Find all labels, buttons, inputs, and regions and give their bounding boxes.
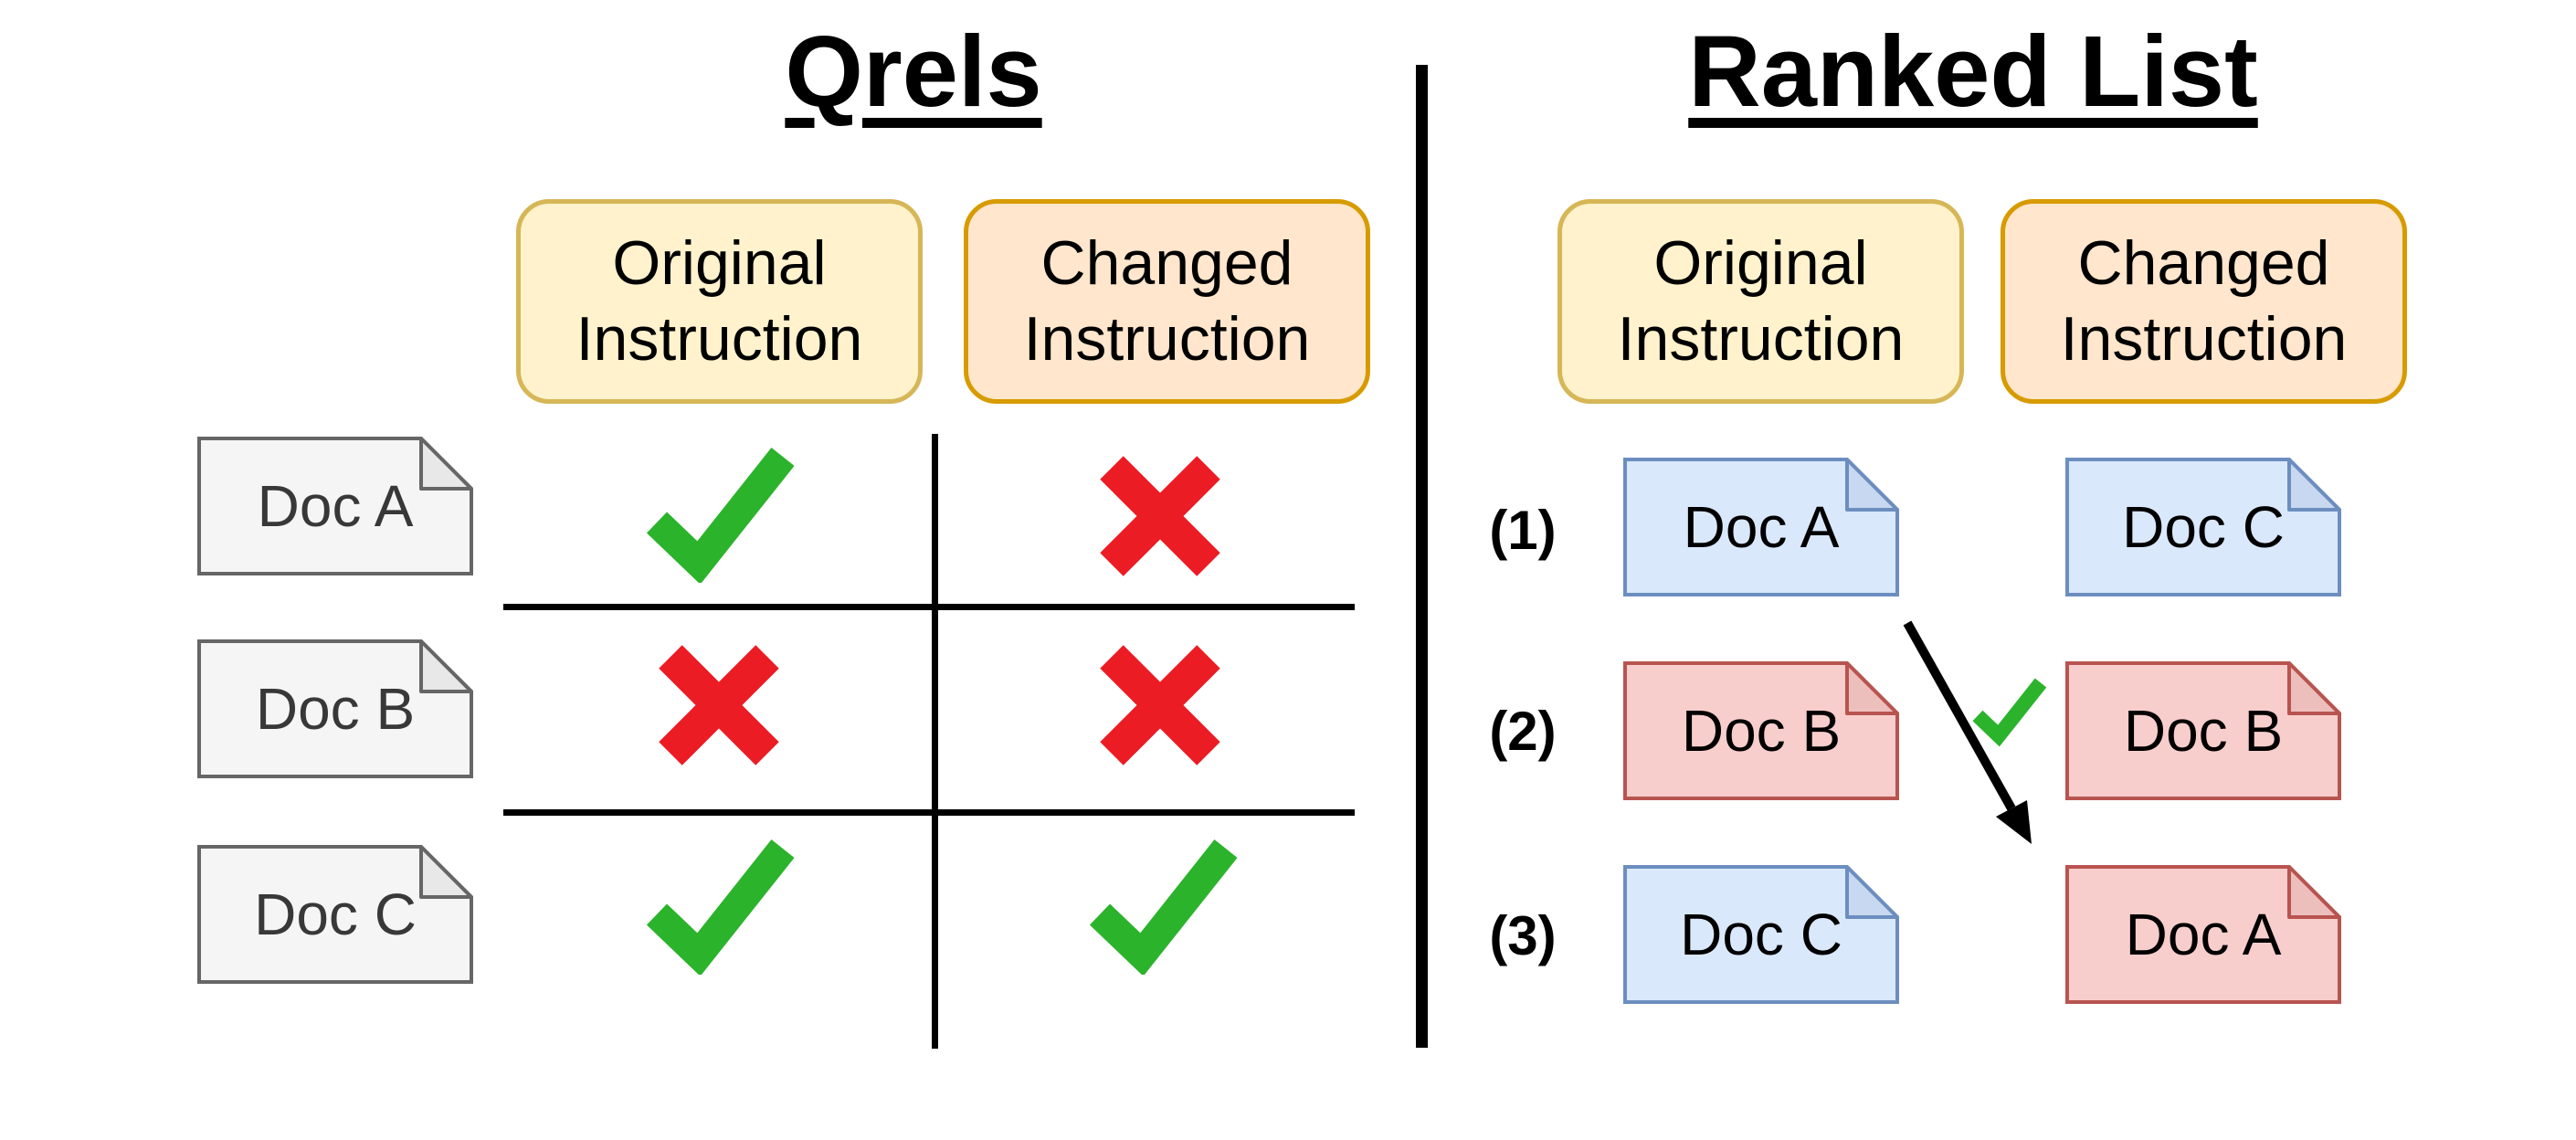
check-icon [646,448,795,583]
qrels-mark-docc-changed [1085,838,1239,975]
ranked-original-rank3-doc-card: Doc C [1623,865,1899,1004]
ranked-original-rank2-doc-card: Doc B [1623,661,1899,800]
ranked-header-changed-label: Changed Instruction [2060,228,2348,374]
ranked-list-title: Ranked List [1688,16,2258,128]
qrels-mark-docc-original [642,838,796,975]
section-divider-line [1416,65,1428,1048]
qrels-grid-horizontal-line-1 [503,604,1355,610]
ranked-header-original-label: Original Instruction [1617,228,1905,374]
doc-label: Doc B [255,676,416,742]
document-icon [197,639,473,778]
rank-label-2: (2) [1489,701,1557,762]
qrels-title: Qrels [785,16,1042,128]
doc-label: Doc A [1683,494,1840,560]
cross-icon [1100,645,1220,765]
check-icon [1972,678,2047,746]
qrels-grid-vertical-line [932,434,938,1049]
document-icon [197,845,473,984]
doc-label: Doc C [1680,902,1842,967]
document-icon [197,437,473,575]
doc-label: Doc B [1681,698,1842,764]
rank-label-3: (3) [1489,905,1557,966]
ranked-header-original-instruction: Original Instruction [1557,199,1964,404]
doc-label: Doc C [254,881,417,947]
doc-label: Doc C [2122,494,2285,560]
ranked-changed-rank1-doc-card: Doc C [2065,458,2341,596]
rank-change-check-annotation [1970,677,2047,746]
ranked-header-changed-instruction: Changed Instruction [2001,199,2407,404]
check-icon [1089,839,1238,975]
document-icon [2065,661,2341,800]
doc-label: Doc A [2125,902,2282,967]
qrels-grid-horizontal-line-2 [503,809,1355,816]
qrels-header-original-instruction: Original Instruction [516,199,923,404]
ranked-original-rank1-doc-card: Doc A [1623,458,1899,596]
qrels-doc-b-card: Doc B [197,639,473,778]
qrels-mark-docb-original [642,637,796,774]
cross-icon [1100,456,1220,576]
document-icon [2065,458,2341,596]
rank-label-1: (1) [1489,500,1557,561]
check-icon [646,839,795,975]
qrels-mark-docb-changed [1083,637,1237,774]
document-icon [1623,661,1899,800]
qrels-doc-c-card: Doc C [197,845,473,984]
ranked-changed-rank3-doc-card: Doc A [2065,865,2341,1004]
qrels-header-changed-label: Changed Instruction [1023,228,1311,374]
document-icon [1623,458,1899,596]
qrels-header-changed-instruction: Changed Instruction [964,199,1370,404]
qrels-doc-a-card: Doc A [197,437,473,575]
qrels-mark-doca-original [642,446,796,583]
doc-label: Doc B [2123,698,2284,764]
document-icon [2065,865,2341,1004]
ranked-changed-rank2-doc-card: Doc B [2065,661,2341,800]
document-icon [1623,865,1899,1004]
qrels-mark-doca-changed [1083,448,1237,585]
qrels-header-original-label: Original Instruction [575,228,863,374]
doc-label: Doc A [257,473,414,539]
cross-icon [659,645,779,765]
